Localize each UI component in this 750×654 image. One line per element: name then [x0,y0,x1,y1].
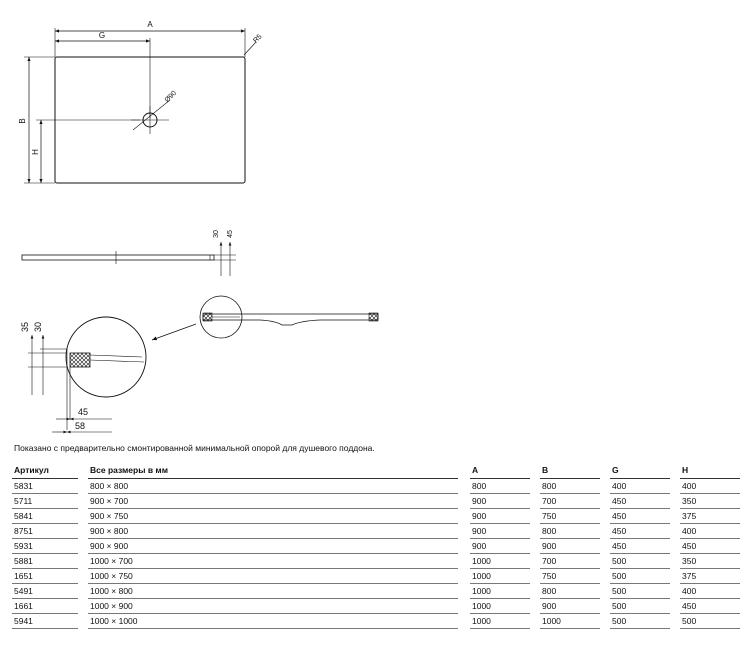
table-row: 5941 1000 × 1000 1000 1000 500 500 [12,613,740,629]
table-row: 1651 1000 × 750 1000 750 500 375 [12,568,740,584]
table-row: 5841 900 × 750 900 750 450 375 [12,508,740,524]
table-cell: 5931 [12,538,78,554]
table-cell: 1000 × 700 [88,553,458,569]
table-cell: 800 × 800 [88,478,458,494]
table-cell: 500 [610,613,670,629]
label-drain-diameter: Ø90 [164,90,178,104]
table-cell: 1000 [540,613,600,629]
table-cell: 500 [610,568,670,584]
table-cell: 900 [540,538,600,554]
header-h: H [680,462,740,479]
table-cell: 400 [680,523,740,539]
header-a: A [470,462,530,479]
table-row: 5491 1000 × 800 1000 800 500 400 [12,583,740,599]
table-header-row: Артикул Все размеры в мм A B G H [12,462,740,479]
table-cell: 900 [470,508,530,524]
table-cell: 5881 [12,553,78,569]
table-cell: 450 [610,538,670,554]
table-cell: 500 [680,613,740,629]
header-g: G [610,462,670,479]
table-row: 5831 800 × 800 800 800 400 400 [12,478,740,494]
table-row: 5711 900 × 700 900 700 450 350 [12,493,740,509]
table-cell: 800 [540,478,600,494]
table-cell: 700 [540,493,600,509]
table-cell: 1000 [470,568,530,584]
table-row: 5931 900 × 900 900 900 450 450 [12,538,740,554]
header-article: Артикул [12,462,78,479]
drawing-caption: Показано с предварительно смонтированной… [14,443,375,453]
table-cell: 750 [540,568,600,584]
label-b: B [18,118,27,123]
table-cell: 5711 [12,493,78,509]
table-cell: 800 [540,583,600,599]
label-side-45: 45 [227,230,234,238]
table-row: 5881 1000 × 700 1000 700 500 350 [12,553,740,569]
table-cell: 350 [680,493,740,509]
table-cell: 400 [680,478,740,494]
header-b: B [540,462,600,479]
table-cell: 800 [540,523,600,539]
label-detail-30: 30 [33,322,43,332]
table-cell: 500 [610,598,670,614]
table-cell: 375 [680,568,740,584]
table-cell: 900 [470,538,530,554]
table-cell: 1000 × 1000 [88,613,458,629]
table-cell: 1000 × 750 [88,568,458,584]
top-view [24,28,257,184]
technical-drawing: A G B H R5 Ø90 30 45 [18,20,379,434]
table-cell: 8751 [12,523,78,539]
detail-callout-circle [199,295,243,339]
table-cell: 500 [610,583,670,599]
tray-profile [21,254,215,261]
table-cell: 1000 [470,553,530,569]
detail-circle [65,316,147,398]
table-cell: 1661 [12,598,78,614]
table-cell: 1000 [470,598,530,614]
dimensions-table: Артикул Все размеры в мм A B G H 5831 800… [12,462,740,629]
table-cell: 900 [470,493,530,509]
label-detail-35: 35 [20,322,30,332]
table-row: 1661 1000 × 900 1000 900 500 450 [12,598,740,614]
table-cell: 450 [610,508,670,524]
table-cell: 1000 [470,613,530,629]
table-cell: 900 [540,598,600,614]
label-g: G [99,31,105,40]
table-cell: 450 [610,493,670,509]
label-side-30: 30 [213,230,220,238]
label-detail-45: 45 [78,407,88,417]
table-cell: 700 [540,553,600,569]
table-cell: 500 [610,553,670,569]
label-radius: R5 [252,33,263,44]
table-cell: 1000 × 800 [88,583,458,599]
table-cell: 750 [540,508,600,524]
table-cell: 1000 [470,583,530,599]
table-cell: 5831 [12,478,78,494]
table-cell: 900 × 750 [88,508,458,524]
table-cell: 800 [470,478,530,494]
table-cell: 900 × 800 [88,523,458,539]
table-cell: 5491 [12,583,78,599]
label-detail-58: 58 [75,421,85,431]
table-cell: 450 [680,538,740,554]
detail-view [28,316,147,434]
label-h: H [31,149,40,155]
table-cell: 450 [610,523,670,539]
table-cell: 5941 [12,613,78,629]
table-cell: 900 [470,523,530,539]
table-cell: 900 × 900 [88,538,458,554]
table-cell: 350 [680,553,740,569]
table-cell: 450 [680,598,740,614]
table-cell: 5841 [12,508,78,524]
table-cell: 900 × 700 [88,493,458,509]
label-a: A [147,20,153,29]
table-cell: 400 [680,583,740,599]
table-cell: 400 [610,478,670,494]
table-cell: 1000 × 900 [88,598,458,614]
table-cell: 375 [680,508,740,524]
cross-section [151,295,379,341]
table-row: 8751 900 × 800 900 800 450 400 [12,523,740,539]
side-view [21,242,236,276]
header-dimensions: Все размеры в мм [88,462,458,479]
table-cell: 1651 [12,568,78,584]
